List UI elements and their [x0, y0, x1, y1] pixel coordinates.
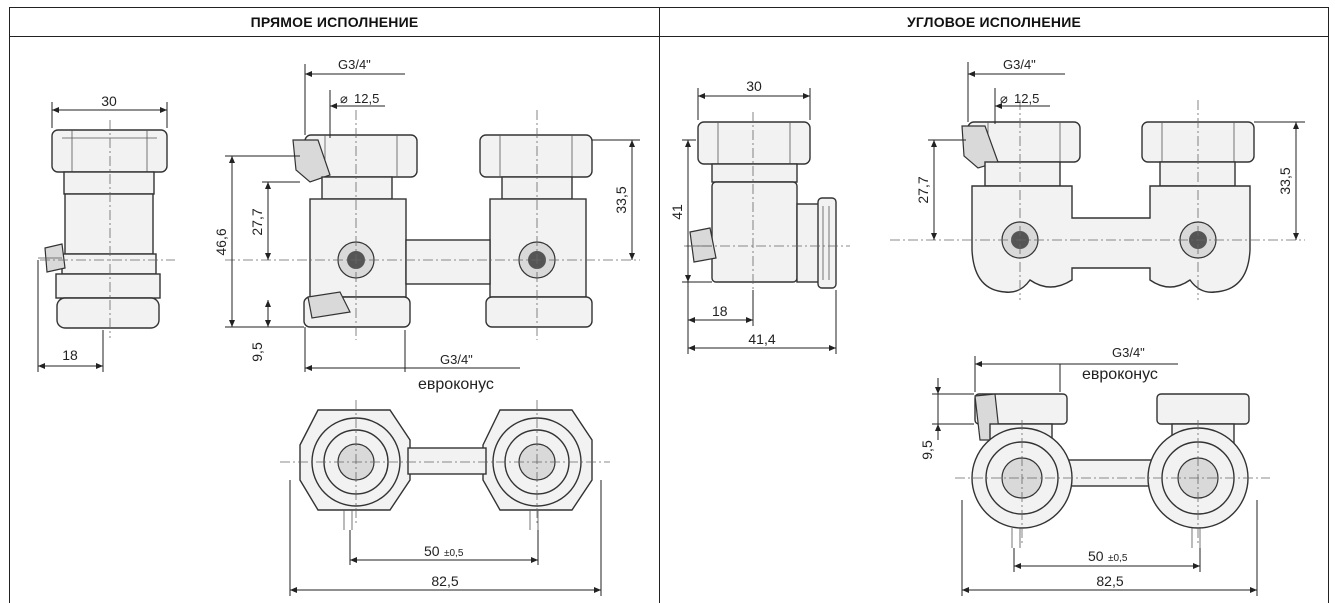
straight-side-width: 30 [101, 93, 117, 109]
straight-height-right: 33,5 [613, 186, 629, 213]
angular-diameter: 12,5 [1014, 91, 1039, 106]
straight-height-lower: 9,5 [249, 342, 265, 362]
straight-thread-bottom: G3/4" [440, 352, 473, 367]
straight-thread-top: G3/4" [338, 57, 371, 72]
angular-side-view: 30 41 18 41,4 [669, 78, 850, 354]
angular-diameter-symbol: ⌀ [1000, 91, 1008, 106]
angular-bottom-height: 9,5 [919, 440, 935, 460]
column-divider [659, 7, 660, 603]
angular-side-offset: 18 [712, 303, 728, 319]
angular-eurocone: евроконус [1082, 366, 1158, 383]
straight-height-total: 46,6 [213, 228, 229, 255]
straight-spacing: 50 [424, 543, 440, 559]
straight-height-upper: 27,7 [249, 208, 265, 235]
angular-height-upper: 27,7 [915, 176, 931, 203]
angular-thread-top: G3/4" [1003, 57, 1036, 72]
angular-thread-bottom: G3/4" [1112, 345, 1145, 360]
angular-front-view: G3/4" ⌀ 12,5 27,7 33,5 [890, 57, 1305, 300]
straight-spacing-tolerance: ±0,5 [444, 548, 464, 559]
straight-side-offset: 18 [62, 347, 78, 363]
angular-spacing-tolerance: ±0,5 [1108, 553, 1128, 564]
angular-height-right: 33,5 [1277, 167, 1293, 194]
straight-side-view: 30 18 [37, 93, 175, 372]
straight-bottom-view: 50 ±0,5 82,5 [280, 400, 610, 596]
straight-eurocone: евроконус [418, 376, 494, 393]
angular-side-width: 30 [746, 78, 762, 94]
angular-width: 82,5 [1096, 573, 1123, 589]
straight-width: 82,5 [431, 573, 458, 589]
straight-diameter: 12,5 [354, 91, 379, 106]
straight-front-view: G3/4" ⌀ 12,5 46,6 27,7 9,5 33,5 G3/4" ев… [213, 57, 640, 393]
straight-diameter-symbol: ⌀ [340, 91, 348, 106]
drawing-sheet [9, 7, 1329, 603]
angular-spacing: 50 [1088, 548, 1104, 564]
header-straight: ПРЯМОЕ ИСПОЛНЕНИЕ [9, 7, 659, 37]
angular-side-depth: 41,4 [748, 331, 775, 347]
angular-side-height: 41 [669, 204, 685, 220]
angular-bottom-view: G3/4" евроконус 9,5 50 ±0,5 82,5 [919, 345, 1270, 596]
